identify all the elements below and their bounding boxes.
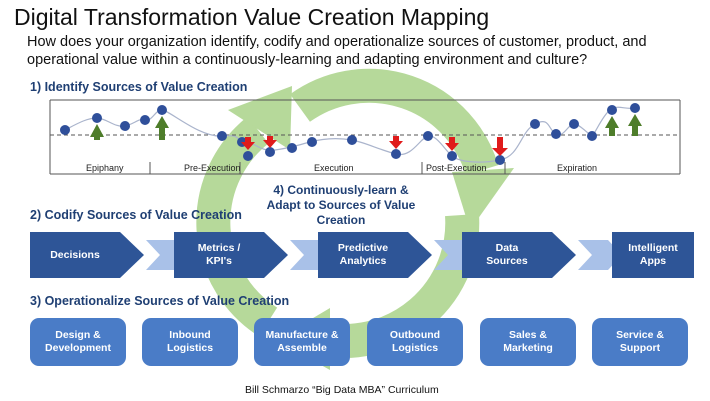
trend-point xyxy=(157,105,167,115)
codify-step-line-2: Sources xyxy=(486,255,528,267)
phase-post-execution: Post-Execution xyxy=(426,163,487,173)
up-arrow-icon xyxy=(605,116,619,136)
trend-point xyxy=(607,105,617,115)
trend-point xyxy=(243,151,253,161)
cycle-arrowhead-top xyxy=(228,86,292,150)
down-arrow-icon xyxy=(445,137,459,151)
section-codify-heading: 2) Codify Sources of Value Creation xyxy=(30,208,242,222)
trend-point xyxy=(265,147,275,157)
codify-step-metrics: Metrics /KPI's xyxy=(174,232,264,278)
ops-line-2: Marketing xyxy=(503,342,553,354)
cycle-arc-top xyxy=(290,68,499,176)
codify-step-line-1: Decisions xyxy=(50,248,100,261)
phase-expiration: Expiration xyxy=(557,163,598,173)
trend-point xyxy=(60,125,70,135)
trend-point xyxy=(347,135,357,145)
ops-line-2: Logistics xyxy=(166,342,214,354)
codify-step-decisions: Decisions xyxy=(30,232,120,278)
codify-step-line-1: Predictive xyxy=(337,242,389,254)
trend-point xyxy=(569,119,579,129)
cycle-arc-left xyxy=(196,116,278,337)
connector-chevron xyxy=(578,240,622,270)
codify-step-line-2: Analytics xyxy=(339,255,387,267)
up-arrows xyxy=(90,114,642,140)
ops-line-1: Design & xyxy=(55,329,101,341)
trend-point xyxy=(140,115,150,125)
trend-point xyxy=(495,155,505,165)
up-arrow-icon xyxy=(90,124,104,140)
trend-points xyxy=(60,103,640,165)
step-arrowhead xyxy=(408,232,432,278)
step-arrowhead xyxy=(264,232,288,278)
phase-epiphany: Epiphany xyxy=(86,163,124,173)
page-subtitle: How does your organization identify, cod… xyxy=(27,34,647,68)
trend-point xyxy=(217,131,227,141)
ops-service-support: Service &Support xyxy=(592,318,688,366)
down-arrows xyxy=(241,136,508,156)
phase-pre-execution: Pre-Execution xyxy=(184,163,241,173)
trend-point xyxy=(391,149,401,159)
codify-step-line-1: Intelligent xyxy=(628,242,678,254)
codify-step-line-1: Data xyxy=(495,242,519,254)
down-arrow-icon xyxy=(263,136,277,148)
trend-point xyxy=(120,121,130,131)
down-arrow-icon xyxy=(241,137,255,150)
trend-point xyxy=(423,131,433,141)
ops-line-1: Service & xyxy=(616,329,664,341)
trend-point xyxy=(587,131,597,141)
step-arrowhead xyxy=(552,232,576,278)
continuous-learning-line-3: Creation xyxy=(316,213,366,227)
trend-point xyxy=(551,129,561,139)
section-identify-heading: 1) Identify Sources of Value Creation xyxy=(30,80,248,94)
ops-line-1: Manufacture & xyxy=(265,329,339,341)
trend-point xyxy=(287,143,297,153)
trend-point xyxy=(630,103,640,113)
up-arrow-icon xyxy=(155,116,169,140)
ops-line-1: Inbound xyxy=(169,329,211,341)
codify-step-line-1: Metrics / xyxy=(197,242,241,254)
continuous-learning-line-1: 4) Continuously-learn & xyxy=(273,183,409,197)
cycle-arrowhead-right xyxy=(452,168,514,230)
trend-point xyxy=(530,119,540,129)
ops-line-2: Development xyxy=(45,342,111,354)
ops-sales-marketing: Sales &Marketing xyxy=(480,318,576,366)
ops-line-2: Assemble xyxy=(277,342,327,354)
trend-point xyxy=(307,137,317,147)
curriculum-credit: Bill Schmarzo “Big Data MBA” Curriculum xyxy=(245,384,439,396)
continuous-learning-label: 4) Continuously-learn & Adapt to Sources… xyxy=(266,183,416,228)
page-title: Digital Transformation Value Creation Ma… xyxy=(14,4,490,30)
trend-point xyxy=(92,113,102,123)
continuous-learning-line-2: Adapt to Sources of Value xyxy=(266,198,416,212)
codify-arrowheads xyxy=(120,232,576,278)
ops-line-1: Sales & xyxy=(509,329,547,341)
ops-design-development: Design &Development xyxy=(30,318,126,366)
ops-line-2: Support xyxy=(619,342,661,354)
codify-step-line-2: Apps xyxy=(639,255,667,267)
trend-point xyxy=(447,151,457,161)
phase-execution: Execution xyxy=(314,163,354,173)
ops-line-1: Outbound xyxy=(389,329,441,341)
ops-line-2: Logistics xyxy=(391,342,439,354)
codify-step-line-2: KPI's xyxy=(206,255,232,267)
ops-manufacture-assemble: Manufacture &Assemble xyxy=(254,318,350,366)
section-operationalize-heading: 3) Operationalize Sources of Value Creat… xyxy=(30,294,290,308)
down-arrow-icon xyxy=(389,136,403,149)
step-arrowhead xyxy=(120,232,144,278)
down-arrow-icon xyxy=(492,137,508,156)
up-arrow-icon xyxy=(628,114,642,136)
